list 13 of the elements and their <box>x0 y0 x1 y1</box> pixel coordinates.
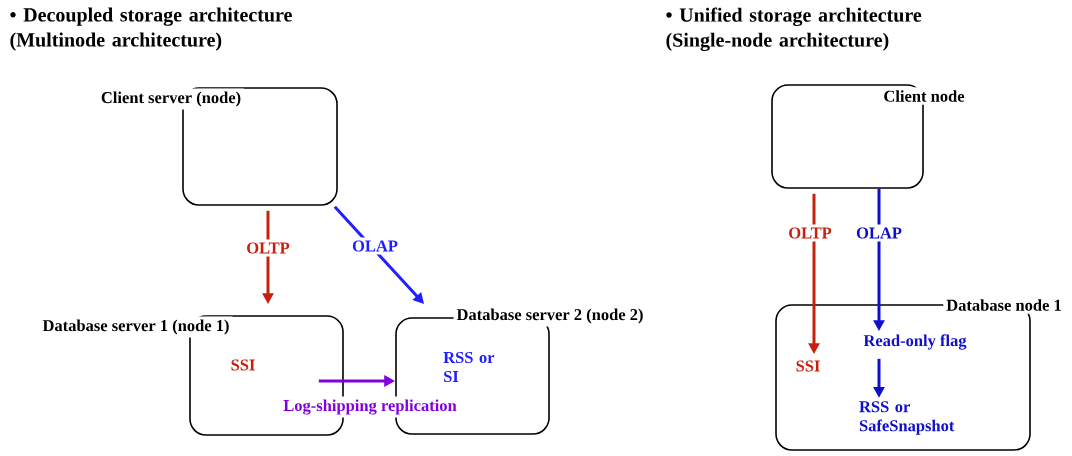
node-label: Database server 2 (node 2) <box>456 308 643 324</box>
section-heading: • Decoupled storage architecture (Multinode architecture) <box>10 7 292 51</box>
server-box: Client node <box>771 84 968 189</box>
text-label: Read-only flag <box>863 334 967 350</box>
edge-label: Log-shipping replication <box>280 396 460 418</box>
text-label: SSI <box>796 360 820 372</box>
edge-label: OLTP <box>243 239 293 257</box>
edge-label: OLTP <box>785 224 835 242</box>
server-box: Client server (node) <box>97 87 338 206</box>
text-label: RSS or SafeSnapshot <box>859 401 955 435</box>
edge-label: OLAP <box>853 224 905 242</box>
edge-label: OLAP <box>349 237 401 255</box>
section-heading: • Unified storage architecture (Single-node architecture) <box>666 7 922 52</box>
